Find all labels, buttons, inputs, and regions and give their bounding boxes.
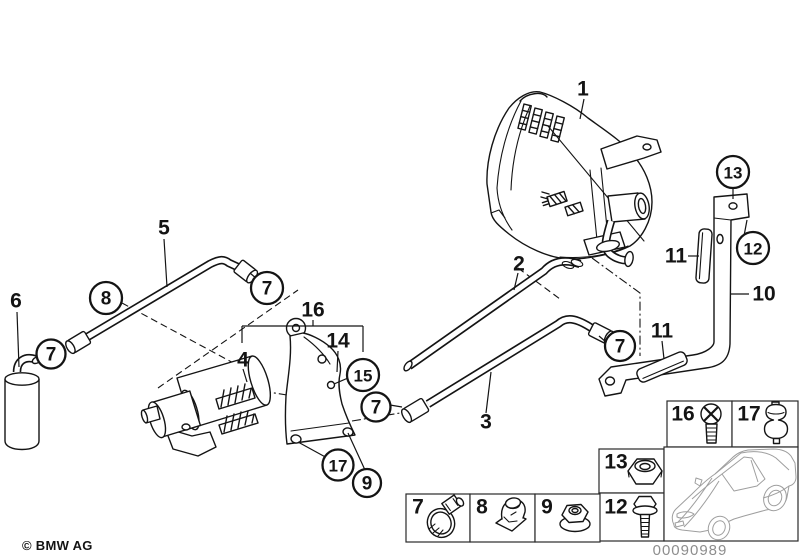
carbon-canister-drawing bbox=[486, 91, 662, 268]
filter-hose-5-drawing bbox=[65, 255, 259, 355]
vent-hose-3-drawing bbox=[400, 315, 615, 424]
adhesive-pads-11 bbox=[636, 228, 713, 383]
pump-hatched-strips bbox=[215, 383, 259, 435]
callout-circled-13[interactable]: 13 bbox=[715, 154, 751, 190]
svg-text:7[interactable]: 7 bbox=[46, 345, 57, 366]
svg-text:8[interactable]: 8 bbox=[101, 289, 112, 310]
callout-circled-9[interactable]: 9 bbox=[351, 467, 383, 499]
hose-clamp-icon bbox=[426, 494, 465, 539]
callout-6[interactable]: 6 bbox=[10, 290, 22, 313]
legend-cell-12[interactable]: 12 bbox=[598, 492, 665, 542]
callout-circled-8[interactable]: 8 bbox=[88, 280, 124, 316]
footer: © BMW AG 00090989 bbox=[22, 538, 728, 559]
circled-callouts: 7 8 7 15 7 17 9 7 bbox=[35, 154, 771, 499]
canister-port bbox=[596, 192, 650, 268]
svg-text:15[interactable]: 15 bbox=[354, 367, 373, 386]
svg-text:9[interactable]: 9 bbox=[362, 474, 373, 495]
rubber-buffer-icon bbox=[763, 401, 789, 445]
svg-text:7[interactable]: 7 bbox=[615, 337, 626, 358]
svg-text:17[interactable]: 17 bbox=[329, 457, 348, 476]
legend: 16 17 13 bbox=[405, 400, 799, 543]
callout-circled-7-hose3[interactable]: 7 bbox=[360, 391, 392, 423]
svg-text:8[interactable]: 8 bbox=[476, 496, 488, 519]
legend-cell-13[interactable]: 13 bbox=[598, 448, 665, 494]
vehicle-thumbnail bbox=[663, 446, 799, 542]
callout-2[interactable]: 2 bbox=[513, 253, 525, 276]
legend-cell-9[interactable]: 9 bbox=[534, 493, 601, 543]
screw-icon bbox=[700, 403, 722, 444]
svg-text:13[interactable]: 13 bbox=[604, 451, 627, 474]
copyright-text: © BMW AG bbox=[22, 538, 93, 553]
diagram-number: 00090989 bbox=[653, 542, 728, 559]
canister-clips bbox=[540, 190, 584, 217]
svg-text:12[interactable]: 12 bbox=[744, 240, 763, 259]
pump-4-drawing bbox=[140, 355, 272, 457]
legend-cell-8[interactable]: 8 bbox=[469, 493, 536, 543]
legend-cell-16[interactable]: 16 bbox=[666, 400, 733, 448]
hex-nut-icon bbox=[627, 458, 663, 485]
svg-text:7[interactable]: 7 bbox=[262, 279, 273, 300]
callout-16[interactable]: 16 bbox=[301, 299, 324, 322]
callout-5[interactable]: 5 bbox=[158, 217, 170, 240]
callout-3[interactable]: 3 bbox=[480, 411, 492, 434]
car-outline-icon bbox=[671, 448, 797, 541]
svg-text:7[interactable]: 7 bbox=[412, 496, 424, 519]
flange-bolt-icon bbox=[632, 495, 658, 538]
callout-circled-7-filter[interactable]: 7 bbox=[35, 338, 67, 370]
callout-circled-12[interactable]: 12 bbox=[735, 230, 771, 266]
svg-text:17[interactable]: 17 bbox=[737, 403, 760, 426]
legend-cell-17[interactable]: 17 bbox=[731, 400, 799, 448]
vent-grille bbox=[517, 103, 565, 143]
leader-lines bbox=[16, 98, 749, 471]
flange-nut-icon bbox=[559, 503, 591, 533]
retaining-clip-icon bbox=[495, 497, 527, 532]
callout-circled-7-elbow[interactable]: 7 bbox=[603, 329, 637, 363]
callout-circled-17[interactable]: 17 bbox=[321, 448, 355, 482]
svg-text:16[interactable]: 16 bbox=[671, 403, 694, 426]
vent-hose-2-drawing bbox=[403, 257, 584, 372]
svg-text:7[interactable]: 7 bbox=[371, 398, 382, 419]
plain-callouts: 1 2 3 4 5 6 10 11 11 14 16 bbox=[10, 78, 776, 434]
callout-10[interactable]: 10 bbox=[752, 283, 775, 306]
support-strap-10-drawing bbox=[598, 193, 750, 397]
callout-4[interactable]: 4 bbox=[237, 349, 249, 372]
callout-14[interactable]: 14 bbox=[326, 330, 350, 353]
callout-11-lower[interactable]: 11 bbox=[651, 320, 674, 343]
callout-circled-15[interactable]: 15 bbox=[345, 357, 381, 393]
callout-1[interactable]: 1 bbox=[577, 78, 589, 101]
svg-text:13[interactable]: 13 bbox=[724, 164, 743, 183]
filter-6-drawing bbox=[4, 353, 43, 451]
legend-cell-7[interactable]: 7 bbox=[405, 493, 471, 543]
svg-text:12[interactable]: 12 bbox=[604, 496, 627, 519]
svg-text:9[interactable]: 9 bbox=[541, 496, 553, 519]
callout-circled-7-hose5[interactable]: 7 bbox=[249, 270, 285, 306]
callout-11-upper[interactable]: 11 bbox=[665, 245, 688, 268]
